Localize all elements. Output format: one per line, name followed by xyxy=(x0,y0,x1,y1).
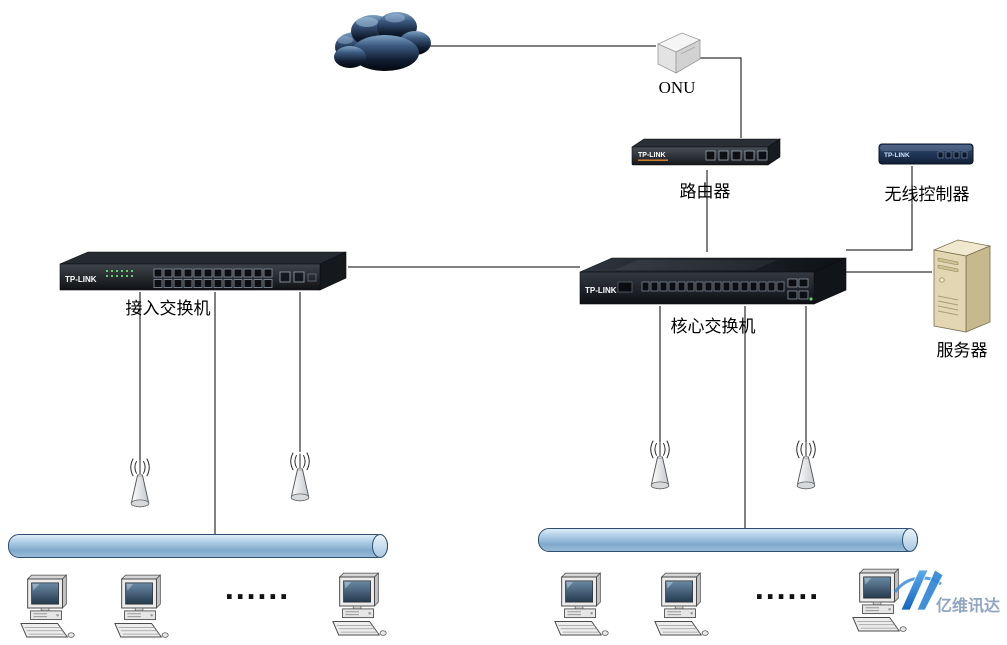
core-switch-brand: TP-LINK xyxy=(585,286,617,295)
access-switch-leds xyxy=(106,270,133,277)
lan-bus-right xyxy=(538,528,918,552)
core-switch-sfp-ports xyxy=(787,278,809,300)
desktop-pc-icon xyxy=(552,570,610,642)
desktop-pc-icon xyxy=(652,570,710,642)
desktop-pc-icon xyxy=(18,572,76,644)
router-brand: TP-LINK xyxy=(638,152,666,159)
wireless-ap-icon xyxy=(786,428,826,496)
access-switch-uplink-ports xyxy=(279,271,317,283)
onu-device xyxy=(650,28,704,78)
router-device: TP-LINK xyxy=(628,135,782,171)
core-switch-label: 核心交换机 xyxy=(670,317,756,336)
watermark-text: 亿维讯达 xyxy=(936,598,1001,615)
lan-bus-left xyxy=(8,534,388,558)
access-switch-ports xyxy=(153,268,273,288)
desktop-pc-icon xyxy=(112,572,170,644)
link-onu-router xyxy=(700,57,742,138)
ellipsis-left: ...... xyxy=(224,576,290,606)
access-switch-label: 接入交换机 xyxy=(125,299,211,318)
wireless-ap-icon xyxy=(640,428,680,496)
server-device xyxy=(930,234,994,336)
access-switch-device: TP-LINK xyxy=(58,242,348,292)
wireless-controller-label: 无线控制器 xyxy=(884,185,970,204)
link-controller-coreswitch xyxy=(846,166,913,251)
wireless-ap-icon xyxy=(280,440,320,508)
internet-cloud-icon xyxy=(325,5,435,83)
onu-label: ONU xyxy=(658,78,696,97)
bus-end-cap xyxy=(372,534,388,558)
controller-ports xyxy=(937,151,968,159)
access-switch-brand: TP-LINK xyxy=(65,275,97,284)
bus-end-cap xyxy=(902,528,918,552)
wireless-controller-device: TP-LINK xyxy=(878,140,974,168)
router-label: 路由器 xyxy=(679,182,731,201)
router-ports xyxy=(705,150,768,161)
desktop-pc-icon xyxy=(330,570,388,642)
ellipsis-right: ...... xyxy=(754,576,820,606)
controller-brand: TP-LINK xyxy=(884,152,910,159)
wireless-ap-icon xyxy=(120,446,160,514)
watermark-logo-icon xyxy=(893,566,943,614)
core-switch-ports xyxy=(641,281,785,292)
core-switch-device: TP-LINK xyxy=(578,246,848,308)
server-label: 服务器 xyxy=(936,341,988,360)
